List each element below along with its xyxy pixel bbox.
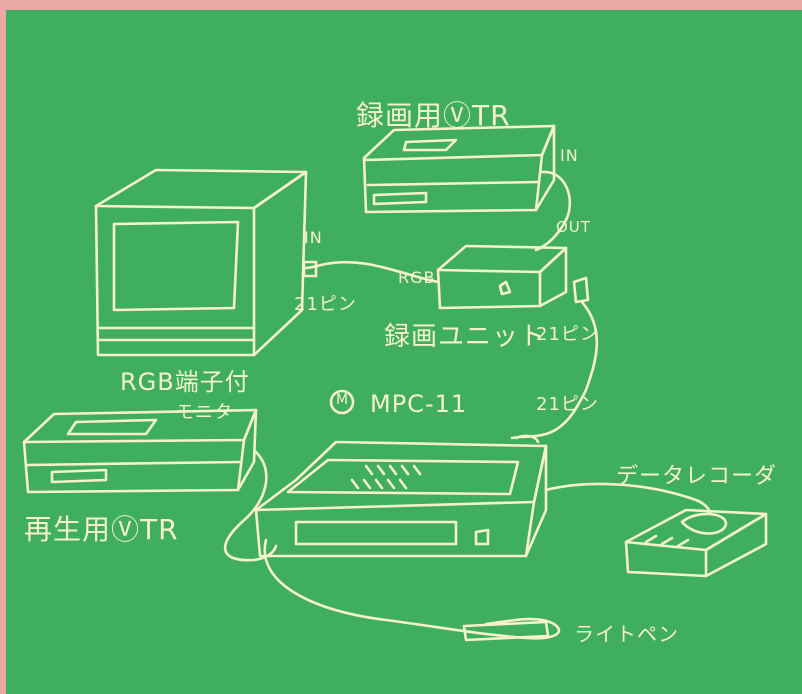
label-computer-logo: M — [336, 392, 350, 408]
diagram-drawing — [22, 124, 768, 642]
label-in-top: IN — [560, 146, 579, 165]
light-pen-drawing — [462, 620, 550, 642]
monitor-connector — [302, 260, 318, 278]
label-monitor-line2: モニタ — [176, 402, 233, 423]
cable-vtr-to-unit — [534, 170, 572, 252]
label-pin21-monitor: 21ピン — [294, 294, 357, 315]
label-recording-unit: 録画ユニット — [384, 322, 547, 352]
label-data-recorder: データレコーダ — [616, 464, 778, 489]
computer-drawing — [254, 434, 548, 558]
label-light-pen: ライトペン — [574, 622, 679, 646]
label-computer: MPC-11 — [370, 390, 468, 418]
recording-vtr-drawing — [362, 124, 556, 214]
cable-vtr-to-computer — [223, 450, 278, 562]
chalkboard: 録画用ⓋTR IN OUT IN RGB 21ピン 録画ユニット 21ピン RG… — [6, 10, 802, 694]
computer-logo-circle — [329, 389, 355, 415]
label-recording-vtr: 録画用ⓋTR — [356, 99, 511, 132]
label-out: OUT — [556, 218, 591, 236]
label-rgb: RGB — [398, 268, 436, 287]
cable-computer-to-recorder — [544, 482, 712, 516]
monitor-drawing — [94, 168, 308, 357]
label-playback-vtr: 再生用ⓋTR — [24, 513, 179, 546]
label-monitor-line1: RGB端子付 — [120, 368, 250, 396]
cable-unit-to-monitor — [304, 260, 440, 284]
data-recorder-drawing — [624, 508, 768, 578]
label-pin21-unit: 21ピン — [536, 324, 599, 345]
label-in-monitor: IN — [304, 228, 323, 247]
playback-vtr-drawing — [22, 408, 258, 494]
label-pin21-computer: 21ピン — [536, 394, 599, 415]
recording-unit-drawing — [436, 244, 568, 310]
light-pen-cable — [263, 538, 561, 640]
unit-connector — [572, 276, 590, 304]
